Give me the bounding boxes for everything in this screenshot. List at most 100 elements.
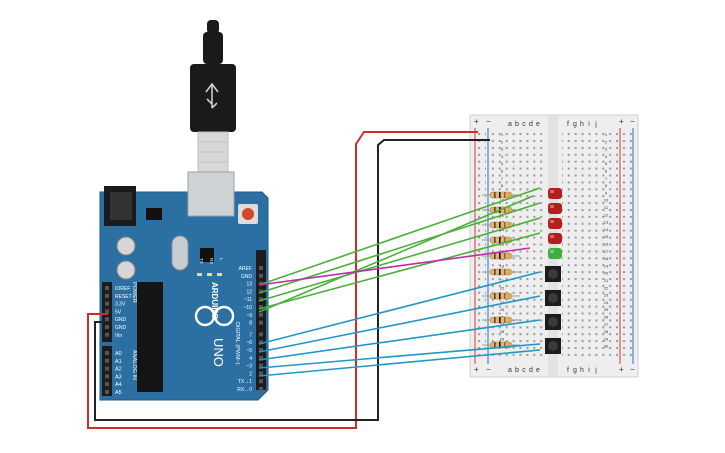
column-label: a [508,121,512,128]
row-number: 5 [501,161,504,166]
digital-pin[interactable] [259,363,263,368]
power-pin[interactable] [105,332,109,337]
analog-pin[interactable] [105,358,109,363]
red-led[interactable] [548,218,562,229]
power-pin[interactable] [105,325,109,329]
resistor[interactable] [482,292,520,300]
digital-pin[interactable] [259,348,263,352]
resistor[interactable] [482,268,520,276]
digital-pin[interactable] [259,266,263,270]
analog-pin[interactable] [105,382,109,387]
power-pin[interactable] [105,309,109,314]
analog-pin[interactable] [105,374,109,379]
push-buttons [545,266,561,354]
column-label: d [529,367,533,374]
usb-icon [205,82,219,109]
power-pin-label: IOREF [115,286,130,292]
analog-pin-label: A0 [115,351,122,357]
column-label: f [567,367,569,374]
wire-blue[interactable] [258,319,541,361]
push-button[interactable] [545,338,561,354]
wire-blue[interactable] [258,295,541,353]
digital-pin-label: ~11 [244,297,252,303]
wire-blue[interactable] [258,349,541,377]
rail-minus-label-bottom-right: − [630,365,635,374]
row-number: 24 [604,300,609,305]
digital-pin[interactable] [259,289,263,294]
power-pin[interactable] [105,286,109,290]
wire-blue[interactable] [258,343,541,369]
resistor[interactable] [482,191,520,199]
digital-pin-label: 8 [249,321,252,327]
digital-pin-label: ~10 [244,305,253,311]
digital-pin[interactable] [259,332,263,337]
digital-pin[interactable] [259,305,263,309]
digital-pin[interactable] [259,297,263,302]
resistor[interactable] [482,252,520,260]
power-pin[interactable] [105,317,109,322]
digital-pin-label: TX→1 [238,379,252,385]
row-number: 21 [500,278,505,283]
wire-green[interactable] [258,232,541,310]
wires [87,131,541,429]
digital-pin[interactable] [259,371,263,376]
red-led[interactable] [548,203,562,214]
row-number: 28 [604,329,609,334]
green-led[interactable] [548,248,562,259]
column-label: g [573,367,577,374]
digital-pin[interactable] [259,355,263,360]
digital-pin-label: 7 [249,332,252,338]
board-led-label: TX [199,258,204,264]
push-button[interactable] [545,314,561,330]
column-label: j [594,367,597,374]
digital-pin-label: ~3 [246,364,252,370]
column-label: j [594,121,597,128]
row-number: 22 [604,285,609,290]
red-led[interactable] [548,233,562,244]
rail-plus-label-bottom: + [474,365,479,374]
row-number: 23 [604,293,609,298]
red-led[interactable] [548,188,562,199]
digital-pin[interactable] [259,320,263,325]
wire-5v-red[interactable] [87,131,478,429]
analog-pin-label: A1 [115,359,122,365]
row-number: 1 [605,132,608,137]
row-number: 27 [500,322,505,327]
wire-gnd-black[interactable] [94,139,490,421]
digital-pin-label: AREF [239,266,252,272]
wire-green[interactable] [258,195,534,313]
rail-minus-label-right: − [630,117,635,126]
wire-pin9-magenta[interactable] [258,247,531,286]
row-number: 8 [605,183,608,188]
digital-pin[interactable] [259,387,263,391]
digital-pin[interactable] [259,340,263,345]
resistor[interactable] [482,221,520,229]
row-number: 24 [500,300,505,305]
analog-pin-label: A2 [115,367,122,373]
wire-blue[interactable] [258,271,541,345]
analog-pin[interactable] [105,351,109,355]
digital-pin[interactable] [259,312,263,317]
push-button[interactable] [545,266,561,282]
digital-pin[interactable] [259,379,263,384]
analog-pin[interactable] [105,366,109,371]
power-pin[interactable] [105,301,109,306]
push-button[interactable] [545,290,561,306]
power-pin[interactable] [105,293,109,298]
wire-green[interactable] [258,187,541,286]
row-number: 4 [501,154,504,159]
rail-plus-label: + [474,117,479,126]
column-label: c [522,121,526,128]
row-number: 19 [604,263,609,268]
wire-green[interactable] [258,217,541,302]
digital-pin-label: 4 [249,356,252,362]
resistor[interactable] [482,316,520,324]
analog-pin-label: A3 [115,374,122,380]
analog-pin[interactable] [105,390,109,394]
column-label: g [573,121,577,128]
digital-pin-label: 2 [249,371,252,377]
digital-pin[interactable] [259,273,263,278]
